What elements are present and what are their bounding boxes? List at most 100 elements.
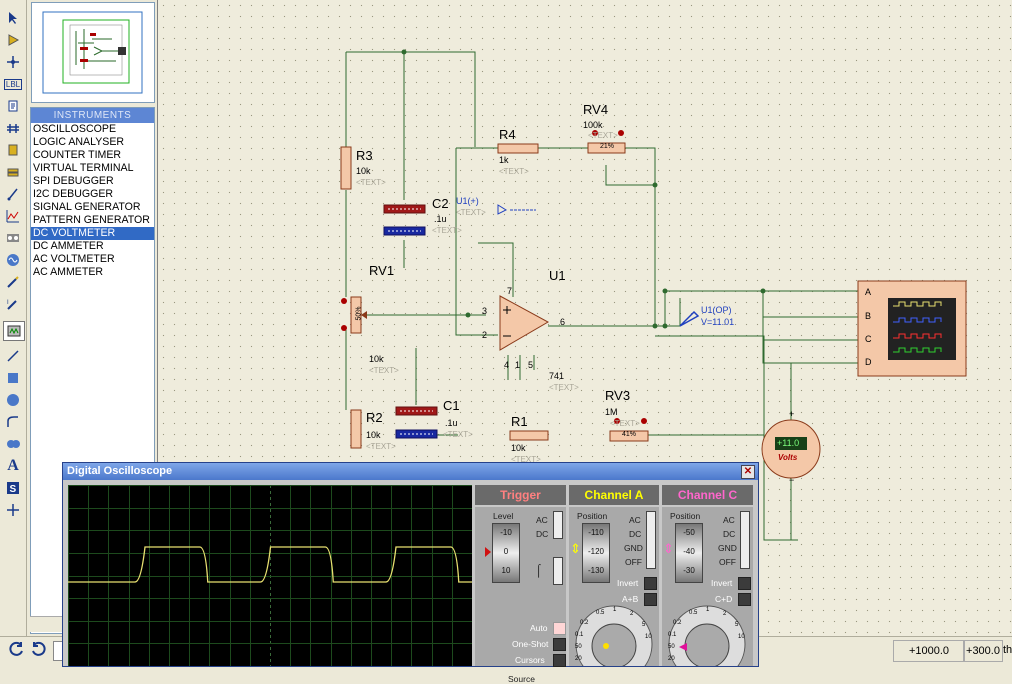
u1-pin1: 1 [515, 360, 521, 370]
instrument-dc-ammeter[interactable]: DC AMMETER [33, 240, 104, 252]
line-icon[interactable] [3, 347, 23, 365]
channel-c-coupling-switch[interactable] [740, 511, 750, 569]
rotate-ccw-icon[interactable] [30, 641, 46, 660]
trigger-auto-led[interactable] [553, 622, 566, 635]
oscilloscope-title: Digital Oscilloscope [67, 465, 173, 477]
subcircuit-icon[interactable] [3, 141, 23, 159]
channel-c-coupling-dc[interactable]: DC [723, 529, 736, 539]
instrument-counter-timer[interactable]: COUNTER TIMER [33, 149, 122, 161]
channel-c-volts-dial[interactable]: 0.5 0.2 0.1 50 20 1 2 5 10 [665, 602, 749, 666]
channel-a-dial-0.2: 0.2 [580, 620, 589, 626]
instrument-pattern-generator[interactable]: PATTERN GENERATOR [33, 214, 150, 226]
channel-a-tick-bottom: -130 [587, 566, 604, 575]
close-button[interactable]: ✕ [741, 465, 755, 479]
trigger-level-tick-bottom: 10 [501, 566, 511, 575]
channel-c-coupling-off[interactable]: OFF [719, 557, 736, 567]
schematic-wires [340, 49, 967, 541]
channel-a-invert-led[interactable] [644, 577, 657, 590]
c1-ref: C1 [443, 398, 460, 413]
oscilloscope-window[interactable]: Digital Oscilloscope ✕ Trigger Level -10… [62, 462, 759, 684]
arc-icon[interactable] [3, 413, 23, 431]
rotate-cw-icon[interactable] [9, 641, 25, 660]
trigger-level-drum[interactable]: -10 0 10 [492, 523, 520, 583]
mode-toolbar: LBL I A S [0, 0, 27, 665]
instrument-logic-analyser[interactable]: LOGIC ANALYSER [33, 136, 125, 148]
current-probe-icon[interactable]: I [3, 295, 23, 313]
trigger-coupling-switch[interactable] [553, 511, 563, 539]
instrument-ac-voltmeter[interactable]: AC VOLTMETER [33, 253, 115, 265]
c2-ref: C2 [432, 196, 449, 211]
trigger-cursors-led[interactable] [553, 654, 566, 667]
channel-a-volts-dial[interactable]: 0.5 0.2 0.1 50 20 1 2 5 10 [572, 602, 656, 666]
channel-a-combine-led[interactable] [644, 593, 657, 606]
symbol-icon[interactable]: S [3, 479, 23, 497]
junction-icon[interactable] [3, 53, 23, 71]
channel-a-position-drum[interactable]: -110 -120 -130 [582, 523, 610, 583]
rv1-value: 10k [369, 354, 384, 364]
rv3-ref: RV3 [605, 388, 631, 403]
channel-a-coupling-off[interactable]: OFF [625, 557, 642, 567]
trigger-mode-auto[interactable]: Auto [530, 623, 548, 633]
instrument-dc-voltmeter[interactable]: DC VOLTMETER [31, 227, 154, 240]
instrument-i2c-debugger[interactable]: I2C DEBUGGER [33, 188, 114, 200]
r2-text: <TEXT> [366, 442, 396, 451]
oscilloscope-title-bar[interactable]: Digital Oscilloscope ✕ [63, 463, 758, 480]
channel-a-dial-0.1: 0.1 [575, 632, 584, 638]
channel-a-dial-50: 50 [575, 644, 582, 650]
marker-icon[interactable] [3, 501, 23, 519]
instrument-spi-debugger[interactable]: SPI DEBUGGER [33, 175, 114, 187]
component-icon[interactable] [3, 31, 23, 49]
voltmeter-reading: +11.0 [777, 438, 800, 448]
tape-icon[interactable] [3, 229, 23, 247]
channel-a-coupling-gnd[interactable]: GND [624, 543, 643, 553]
channel-c-tick-mid: -40 [683, 547, 695, 556]
channel-c-invert-led[interactable] [738, 577, 751, 590]
text-script-icon[interactable] [3, 97, 23, 115]
channel-a-tick-top: -110 [588, 528, 604, 537]
c1-text: <TEXT> [443, 430, 473, 439]
probe-u1-plus-text: <TEXT> [456, 208, 486, 217]
trigger-header: Trigger [475, 485, 566, 505]
channel-a-coupling-dc[interactable]: DC [629, 529, 642, 539]
circle-icon[interactable] [3, 391, 23, 409]
channel-c-coupling-ac[interactable]: AC [723, 515, 735, 525]
trigger-one-shot-led[interactable] [553, 638, 566, 651]
channel-a-combine-label: A+B [622, 594, 639, 604]
trigger-coupling-dc[interactable]: DC [536, 529, 549, 539]
channel-c-position-marker-icon: ⇕ [663, 541, 674, 556]
u1-text: <TEXT> [549, 383, 579, 392]
generator-icon[interactable] [3, 251, 23, 269]
channel-c-position-drum[interactable]: -50 -40 -30 [675, 523, 703, 583]
channel-a-coupling-ac[interactable]: AC [629, 515, 641, 525]
path-icon[interactable] [3, 435, 23, 453]
r1-ref: R1 [511, 414, 528, 429]
graph-icon[interactable] [3, 207, 23, 225]
trigger-mode-cursors[interactable]: Cursors [515, 655, 545, 665]
r2-value: 10k [366, 430, 381, 440]
overview-preview[interactable] [31, 2, 155, 103]
scope-channel-d: D [865, 357, 872, 367]
label-icon[interactable]: LBL [3, 78, 23, 90]
trigger-edge-switch[interactable] [553, 557, 563, 585]
overview-thumbnail [42, 11, 143, 94]
instrument-signal-generator[interactable]: SIGNAL GENERATOR [33, 201, 141, 213]
channel-a-dial-5: 5 [642, 622, 646, 628]
scope-channel-a: A [865, 287, 872, 297]
channel-c-combine-led[interactable] [738, 593, 751, 606]
channel-a-coupling-switch[interactable] [646, 511, 656, 569]
box-icon[interactable] [3, 369, 23, 387]
instrument-virtual-terminal[interactable]: VIRTUAL TERMINAL [33, 162, 134, 174]
instrument-icon[interactable] [3, 321, 25, 341]
channel-c-coupling-gnd[interactable]: GND [718, 543, 737, 553]
voltmeter-plus: + [789, 409, 795, 419]
pointer-icon[interactable] [3, 9, 23, 27]
trigger-mode-one-shot[interactable]: One-Shot [512, 639, 549, 649]
terminal-icon[interactable] [3, 163, 23, 181]
pin-icon[interactable] [3, 185, 23, 203]
bus-icon[interactable] [3, 119, 23, 137]
trigger-coupling-ac[interactable]: AC [536, 515, 548, 525]
instrument-oscilloscope[interactable]: OSCILLOSCOPE [33, 123, 117, 135]
probe-icon[interactable] [3, 273, 23, 291]
instrument-ac-ammeter[interactable]: AC AMMETER [33, 266, 104, 278]
text-icon[interactable]: A [7, 457, 19, 474]
